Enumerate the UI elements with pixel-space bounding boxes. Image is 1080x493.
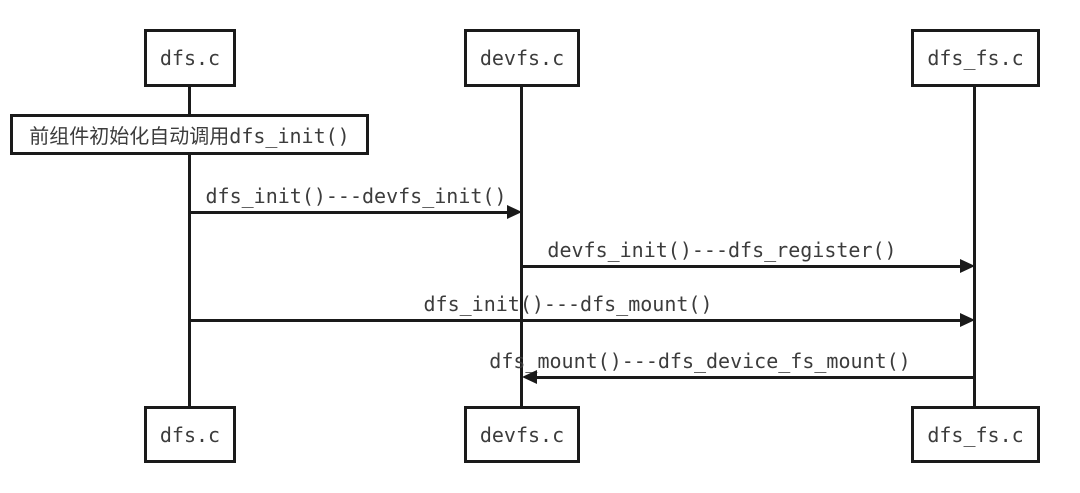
- arrowhead-left-icon: [522, 370, 537, 384]
- actor-label: dfs.c: [159, 422, 221, 447]
- message-label-dfs-init-devfs-init: dfs_init()---devfs_init(): [205, 184, 507, 208]
- actor-label: devfs.c: [479, 422, 565, 447]
- actor-box-bottom-devfs: devfs.c: [464, 406, 580, 463]
- note-box: 前组件初始化自动调用dfs_init(): [10, 114, 369, 155]
- arrow-shaft: [190, 211, 510, 214]
- arrowhead-right-icon: [507, 205, 522, 219]
- actor-box-bottom-dfs: dfs.c: [144, 406, 236, 463]
- actor-label: dfs.c: [159, 46, 221, 70]
- lifeline-dfs-fs: [973, 87, 976, 406]
- message-label-devfs-init-dfs-register: devfs_init()---dfs_register(): [547, 238, 897, 262]
- note-text: 前组件初始化自动调用dfs_init(): [29, 124, 350, 148]
- actor-box-top-dfs: dfs.c: [144, 29, 236, 87]
- lifeline-dfs: [188, 87, 191, 406]
- actor-box-top-dfs-fs: dfs_fs.c: [911, 29, 1040, 87]
- message-label-dfs-init-dfs-mount: dfs_init()---dfs_mount(): [423, 292, 713, 316]
- message-label-dfs-mount-dfs-device-fs-mount: dfs_mount()---dfs_device_fs_mount(): [489, 349, 911, 373]
- arrowhead-right-icon: [960, 259, 975, 273]
- lifeline-devfs: [520, 87, 523, 406]
- arrow-shaft: [190, 319, 963, 322]
- actor-box-top-devfs: devfs.c: [464, 29, 580, 87]
- actor-label: dfs_fs.c: [927, 46, 1024, 70]
- actor-label: devfs.c: [479, 46, 565, 70]
- arrow-shaft: [522, 265, 963, 268]
- arrowhead-right-icon: [960, 313, 975, 327]
- actor-label: dfs_fs.c: [927, 422, 1024, 447]
- arrow-shaft: [534, 376, 975, 379]
- actor-box-bottom-dfs-fs: dfs_fs.c: [911, 406, 1040, 463]
